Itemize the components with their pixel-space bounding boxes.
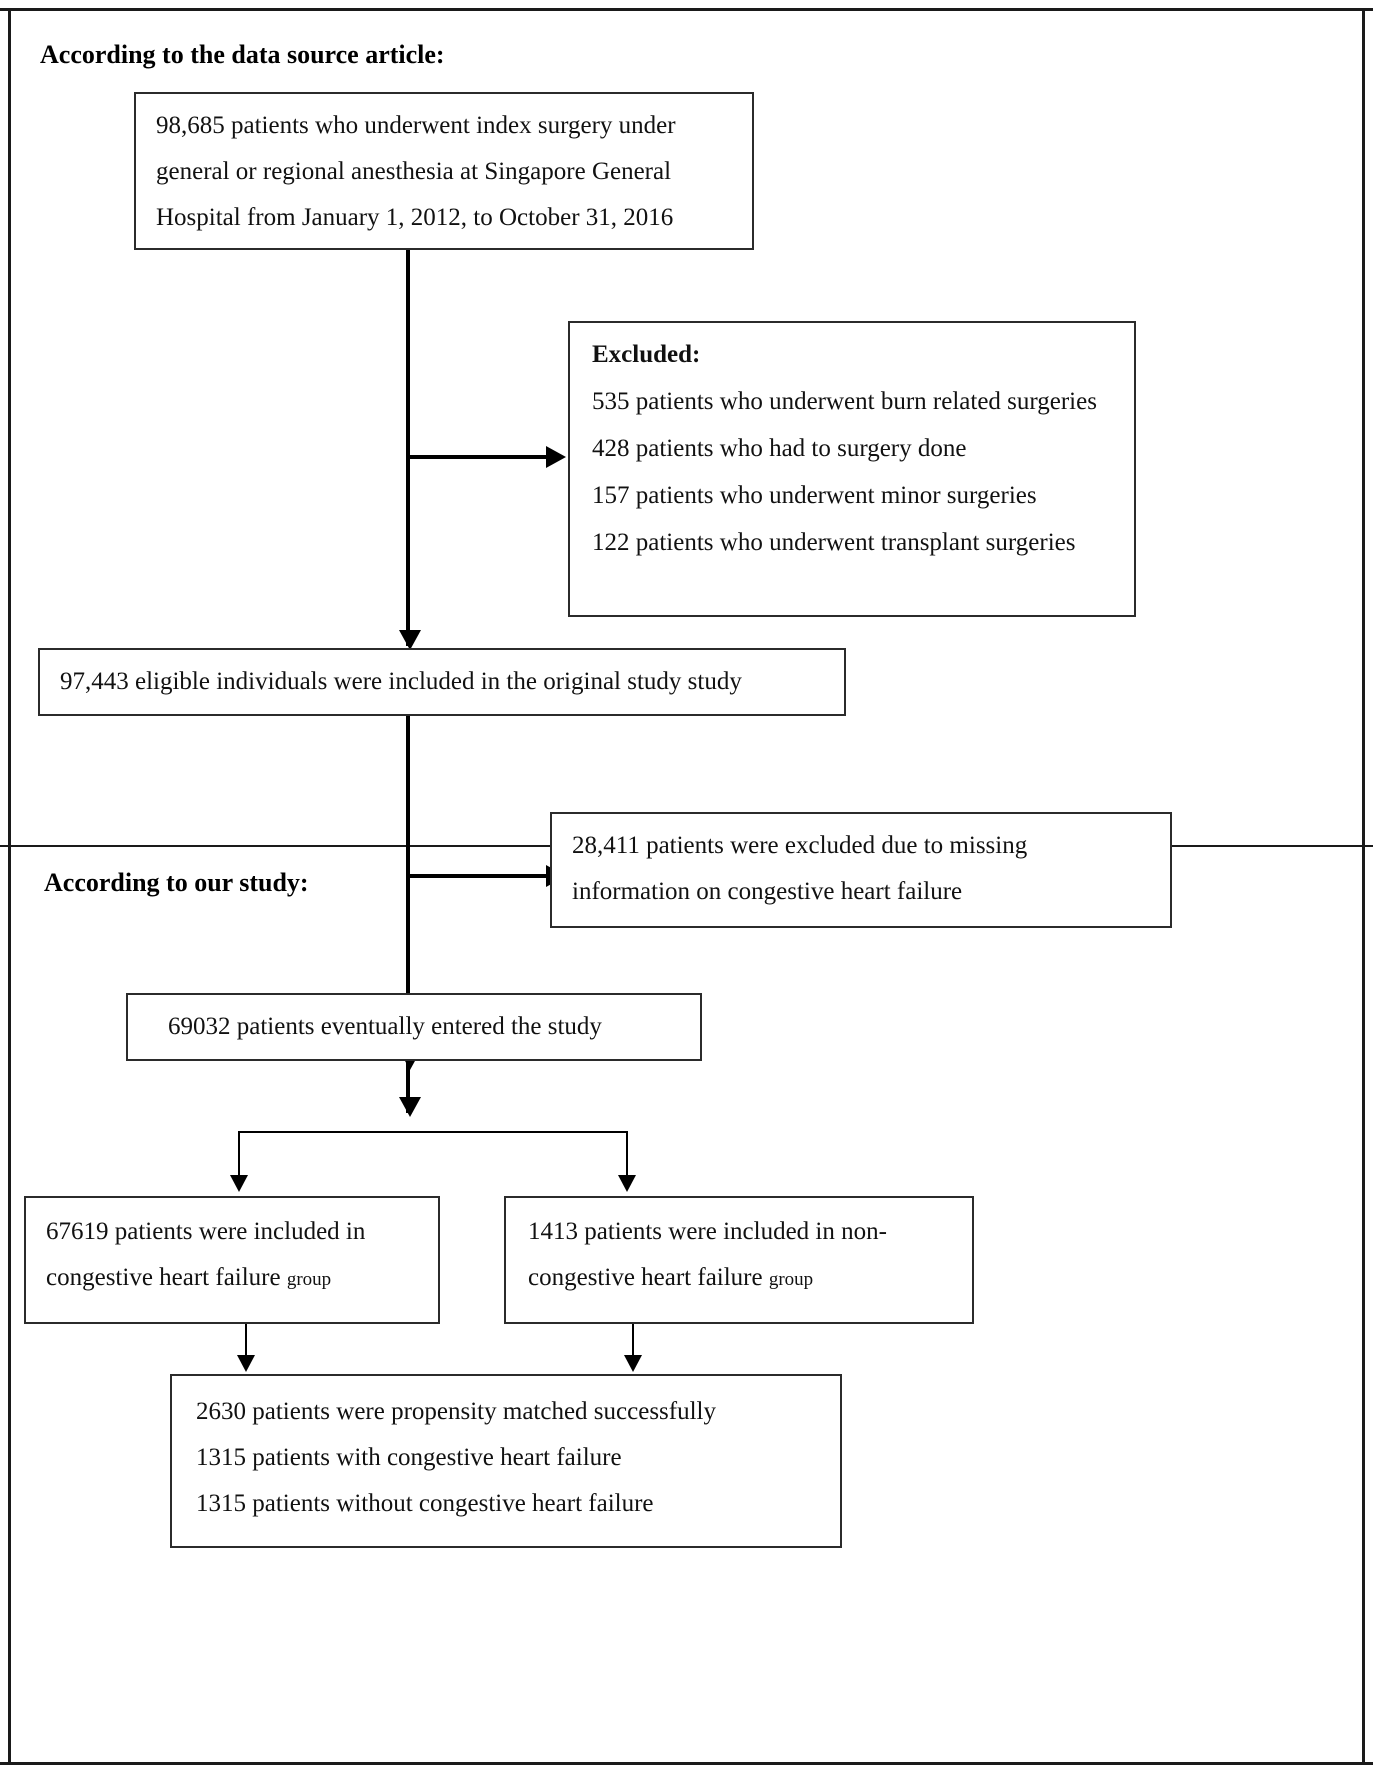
arrowhead-source-to-eligible: [399, 630, 421, 650]
chf-group-line-2-small: group: [286, 1269, 332, 1290]
box-excluded-source: Excluded: 535 patients who underwent bur…: [568, 321, 1136, 617]
matched-line-1: 2630 patients were propensity matched su…: [196, 1398, 716, 1425]
excluded-source-item-3: 157 patients who underwent minor surgeri…: [592, 482, 1037, 509]
box-entered-study: 69032 patients eventually entered the st…: [126, 993, 702, 1061]
connector-eligible-to-excluded-source: [406, 455, 548, 459]
non-chf-group-line-1: 1413 patients were included in non-: [528, 1218, 887, 1245]
connector-entered-split-stem: [406, 1061, 410, 1113]
excluded-our-study-line-1: 28,411 patients were excluded due to mis…: [572, 832, 1028, 859]
section-label-our-study: According to our study:: [44, 868, 309, 897]
source-cohort-line-3: Hospital from January 1, 2012, to Octobe…: [156, 204, 674, 231]
frame-left-border: [8, 8, 11, 1765]
connector-chf-to-matched: [245, 1324, 247, 1368]
chf-group-line-1: 67619 patients were included in: [46, 1218, 366, 1245]
excluded-source-heading: Excluded:: [592, 341, 701, 368]
section-label-data-source: According to the data source article:: [40, 40, 445, 69]
arrowhead-chf-group: [230, 1175, 248, 1192]
connector-non-chf-to-matched: [632, 1324, 634, 1368]
box-propensity-matched: 2630 patients were propensity matched su…: [170, 1374, 842, 1548]
box-non-chf-group: 1413 patients were included in non- cong…: [504, 1196, 974, 1324]
connector-to-excluded-ours: [406, 874, 548, 878]
connector-split-left-leg: [238, 1131, 240, 1183]
box-chf-group: 67619 patients were included in congesti…: [24, 1196, 440, 1324]
arrowhead-entered-split: [399, 1097, 421, 1117]
box-eligible-individuals: 97,443 eligible individuals were include…: [38, 648, 846, 716]
source-cohort-line-1: 98,685 patients who underwent index surg…: [156, 112, 676, 139]
arrowhead-chf-to-matched: [237, 1355, 255, 1372]
matched-line-2: 1315 patients with congestive heart fail…: [196, 1444, 622, 1471]
box-source-cohort: 98,685 patients who underwent index surg…: [134, 92, 754, 250]
frame-bottom-border: [0, 1762, 1373, 1765]
connector-eligible-to-entered: [406, 716, 410, 1066]
connector-split-bar: [238, 1131, 628, 1133]
entered-study-text: 69032 patients eventually entered the st…: [168, 1013, 602, 1040]
source-cohort-line-2: general or regional anesthesia at Singap…: [156, 158, 672, 185]
excluded-source-item-4: 122 patients who underwent transplant su…: [592, 529, 1076, 556]
frame-top-border: [0, 8, 1373, 11]
excluded-source-item-1: 535 patients who underwent burn related …: [592, 388, 1097, 415]
connector-split-right-leg: [626, 1131, 628, 1183]
chf-group-line-2-main: congestive heart failure: [46, 1264, 287, 1291]
arrowhead-excluded-source: [546, 446, 566, 468]
excluded-source-item-2: 428 patients who had to surgery done: [592, 435, 967, 462]
eligible-individuals-text: 97,443 eligible individuals were include…: [60, 668, 742, 695]
non-chf-group-line-2: congestive heart failure group: [528, 1264, 813, 1292]
frame-right-border: [1362, 8, 1365, 1765]
connector-source-to-eligible: [406, 250, 410, 646]
non-chf-group-line-2-small: group: [768, 1269, 814, 1290]
excluded-our-study-line-2: information on congestive heart failure: [572, 878, 963, 905]
arrowhead-non-chf-to-matched: [624, 1355, 642, 1372]
box-excluded-our-study: 28,411 patients were excluded due to mis…: [550, 812, 1172, 928]
chf-group-line-2: congestive heart failure group: [46, 1264, 331, 1292]
arrowhead-non-chf-group: [618, 1175, 636, 1192]
matched-line-3: 1315 patients without congestive heart f…: [196, 1490, 654, 1517]
non-chf-group-line-2-main: congestive heart failure: [528, 1264, 769, 1291]
